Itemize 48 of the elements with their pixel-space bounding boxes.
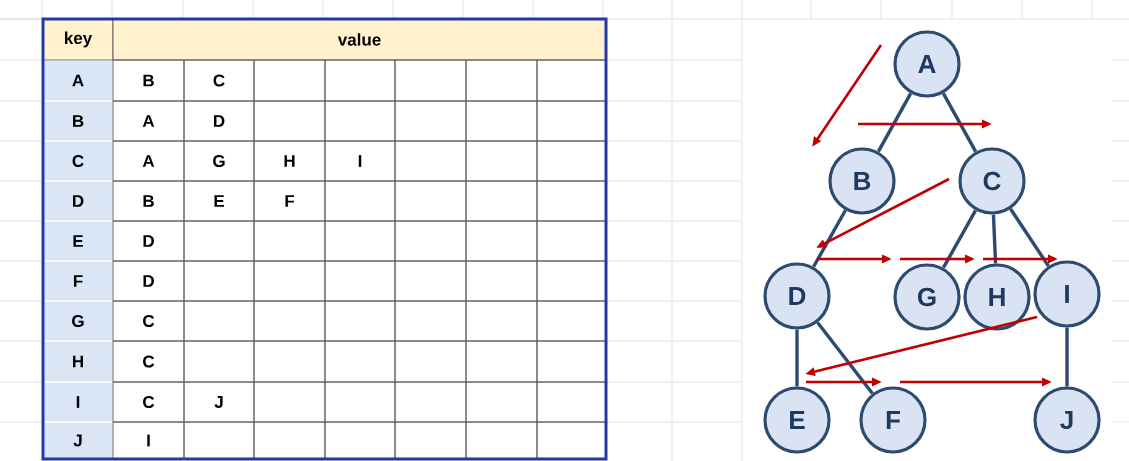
- tree-line: [941, 209, 978, 269]
- circle-node: G: [893, 263, 961, 331]
- circle-node: E: [763, 386, 831, 454]
- table-cell: E: [183, 180, 255, 222]
- key-cell: F: [44, 261, 113, 301]
- key-cell: C: [44, 141, 113, 181]
- key-cell: H: [44, 341, 113, 382]
- table-cell: D: [183, 100, 255, 142]
- tree-line: [1009, 208, 1050, 267]
- tree-line: [816, 321, 874, 395]
- table-cell: C: [183, 59, 255, 102]
- table-cell: D: [112, 260, 185, 302]
- table-cell: H: [253, 140, 326, 182]
- table-cell: D: [112, 220, 185, 262]
- tree-line: [1065, 327, 1069, 387]
- table-cell: C: [112, 340, 185, 383]
- circle-node: J: [1033, 386, 1101, 454]
- circle-node: B: [828, 147, 896, 215]
- circle-node: D: [763, 262, 831, 330]
- circle-node: I: [1033, 260, 1101, 328]
- circle-node: F: [859, 386, 927, 454]
- tree-line: [991, 214, 998, 264]
- table-cell: C: [112, 381, 185, 423]
- table-cell: B: [112, 180, 185, 222]
- key-cell: J: [44, 422, 113, 459]
- circle-node: A: [893, 30, 961, 98]
- table-cell: C: [112, 300, 185, 342]
- table-cell: I: [324, 140, 396, 182]
- table-cell: I: [112, 421, 185, 460]
- key-cell: D: [44, 181, 113, 221]
- key-cell: B: [44, 101, 113, 141]
- key-cell: E: [44, 221, 113, 261]
- tree-line: [941, 92, 978, 153]
- key-cell: A: [44, 60, 113, 101]
- circle-node: C: [958, 147, 1026, 215]
- tree-line: [812, 209, 847, 268]
- table-cell: G: [183, 140, 255, 182]
- table-cell: F: [253, 180, 326, 222]
- key-cell: G: [44, 301, 113, 341]
- tree-line: [876, 92, 913, 153]
- circle-node: H: [963, 263, 1031, 331]
- key-cell: I: [44, 382, 113, 422]
- header-cell: key: [42, 18, 114, 61]
- table-cell: A: [112, 140, 185, 182]
- table-cell: A: [112, 100, 185, 142]
- tree-line: [795, 329, 799, 387]
- table-cell: J: [183, 381, 255, 423]
- table-cell: B: [112, 59, 185, 102]
